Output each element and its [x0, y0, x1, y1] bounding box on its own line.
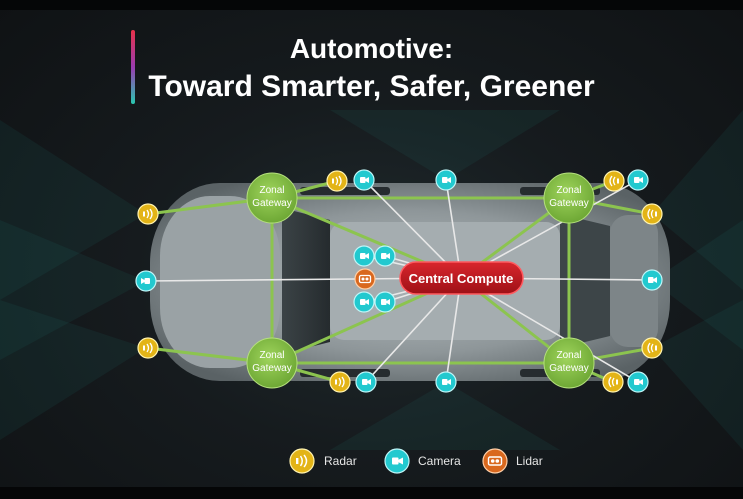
sensor-beams — [0, 110, 743, 450]
radar-icon — [641, 203, 663, 225]
zonal-gateway-rear-left: Zonal Gateway — [246, 337, 298, 389]
lidar-icon — [482, 448, 508, 474]
legend-label-lidar: Lidar — [516, 454, 543, 468]
radar-icon — [329, 371, 351, 393]
camera-icon — [384, 448, 410, 474]
legend-item-camera: Camera — [412, 448, 461, 474]
camera-icon — [135, 270, 157, 292]
radar-icon — [326, 170, 348, 192]
zonal-gateway-rear-right: Zonal Gateway — [543, 337, 595, 389]
camera-sensors — [135, 169, 663, 393]
camera-icon — [435, 371, 457, 393]
zonal-gateway-label-line-2: Gateway — [252, 198, 291, 209]
radar-icon — [603, 170, 625, 192]
title-accent-bar — [131, 30, 135, 104]
camera-icon — [353, 245, 375, 267]
lidar-icon — [354, 268, 376, 290]
legend-item-radar: Radar — [318, 448, 357, 474]
zonal-gateway-front-right: Zonal Gateway — [543, 172, 595, 224]
central-compute-label: Central Compute — [409, 271, 514, 286]
radar-sensors — [137, 170, 663, 393]
camera-icon — [627, 169, 649, 191]
camera-icon — [353, 169, 375, 191]
camera-icon — [353, 291, 375, 313]
camera-icon — [374, 245, 396, 267]
zonal-gateway-label-line-1: Zonal — [556, 350, 581, 361]
legend-label-camera: Camera — [418, 454, 461, 468]
camera-icon — [641, 269, 663, 291]
camera-icon — [374, 291, 396, 313]
camera-icon — [627, 371, 649, 393]
legend-item-lidar: Lidar — [510, 448, 543, 474]
radar-icon — [289, 448, 315, 474]
legend-icons — [289, 448, 508, 474]
radar-icon — [602, 371, 624, 393]
top-bar — [0, 0, 743, 10]
central-compute: Central Compute — [399, 261, 524, 295]
zonal-gateway-label-line-1: Zonal — [259, 185, 284, 196]
radar-icon — [137, 203, 159, 225]
slide-title-line-2: Toward Smarter, Safer, Greener — [148, 70, 595, 103]
zonal-gateway-label-line-2: Gateway — [549, 363, 588, 374]
zonal-gateway-front-left: Zonal Gateway — [246, 172, 298, 224]
radar-icon — [641, 337, 663, 359]
radar-icon — [137, 337, 159, 359]
camera-icon — [355, 371, 377, 393]
zonal-gateway-label-line-2: Gateway — [549, 198, 588, 209]
camera-icon — [435, 169, 457, 191]
legend-label-radar: Radar — [324, 454, 357, 468]
lidar-sensors — [354, 268, 376, 290]
zonal-gateway-label-line-1: Zonal — [259, 350, 284, 361]
slide-title-line-1: Automotive: — [289, 33, 454, 64]
zonal-gateway-label-line-2: Gateway — [252, 363, 291, 374]
zonal-gateway-label-line-1: Zonal — [556, 185, 581, 196]
bottom-bar — [0, 487, 743, 499]
